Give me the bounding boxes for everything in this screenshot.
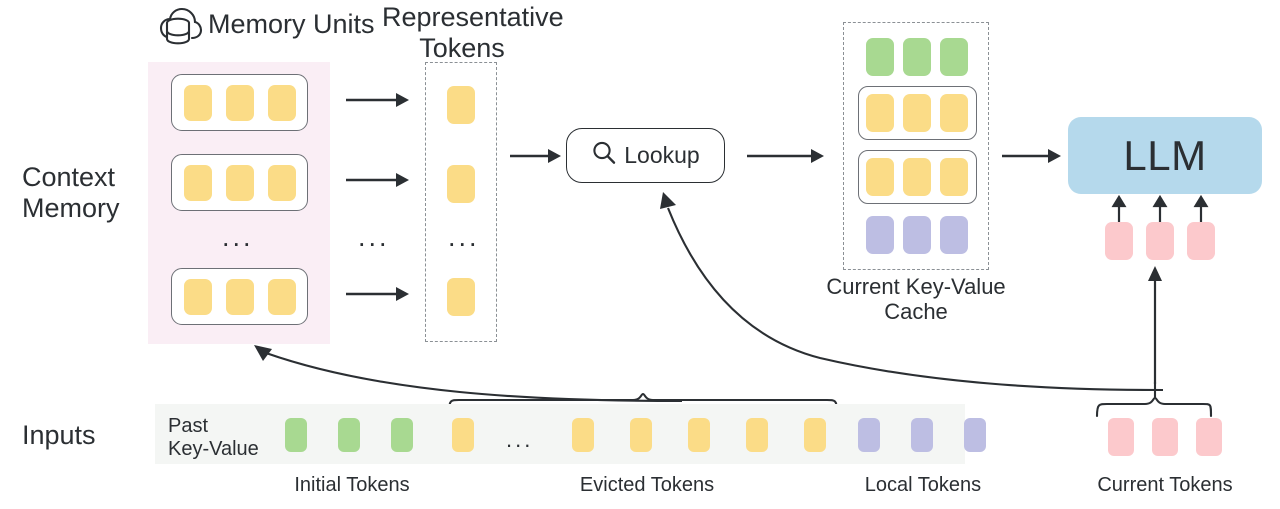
curve-current-to-lookup	[660, 192, 1164, 392]
llm-block[interactable]: LLM	[1068, 117, 1262, 194]
current-token	[1108, 418, 1134, 456]
current-kv-cache-box	[843, 22, 989, 270]
llm-label: LLM	[1123, 131, 1207, 179]
brace-current-tokens	[1095, 382, 1213, 418]
lookup-label: Lookup	[624, 142, 700, 168]
kv-row-local	[866, 216, 968, 254]
memory-token	[184, 279, 212, 315]
current-token	[1152, 418, 1178, 456]
arrows-ellipsis: ...	[358, 222, 390, 252]
kv-token-yellow	[940, 94, 968, 132]
input-token-purple	[964, 418, 986, 452]
kv-token-yellow	[940, 158, 968, 196]
memory-unit[interactable]	[171, 74, 308, 131]
arrow-unit-to-rep	[346, 173, 409, 187]
past-key-value-label: Past Key-Value	[168, 415, 259, 460]
arrow-unit-to-rep	[346, 287, 409, 301]
representative-token	[447, 86, 475, 124]
memory-unit[interactable]	[171, 268, 308, 325]
memory-token	[268, 279, 296, 315]
inputs-ellipsis: ...	[506, 427, 534, 452]
llm-input-token	[1105, 222, 1133, 260]
representative-tokens-box	[425, 62, 497, 342]
arrow-rep-to-lookup	[510, 149, 561, 163]
input-token-yellow	[746, 418, 768, 452]
current-kv-cache-label: Current Key-Value Cache	[826, 274, 1006, 325]
memory-token	[226, 279, 254, 315]
memory-token	[226, 165, 254, 201]
kv-row-initial	[866, 38, 968, 76]
arrow-kv-to-llm	[1002, 149, 1061, 163]
input-token-yellow	[452, 418, 474, 452]
input-token-yellow	[572, 418, 594, 452]
llm-input-token	[1187, 222, 1215, 260]
kv-token-yellow	[903, 94, 931, 132]
kv-token-yellow	[903, 158, 931, 196]
representative-tokens-label: Representative Tokens	[382, 2, 564, 64]
memory-token	[268, 85, 296, 121]
representative-token	[447, 165, 475, 203]
arrow-current-to-llm-tokens	[1148, 266, 1162, 384]
inputs-strip	[155, 404, 965, 464]
memory-token	[268, 165, 296, 201]
input-token-yellow	[630, 418, 652, 452]
input-token-green	[338, 418, 360, 452]
input-token-green	[285, 418, 307, 452]
kv-token-yellow	[866, 94, 894, 132]
arrows-tokens-to-llm	[1111, 194, 1209, 224]
brace-evicted-tokens	[447, 392, 839, 414]
kv-token-purple	[903, 216, 931, 254]
group-label-local-tokens: Local Tokens	[864, 474, 982, 496]
cloud-database-icon	[158, 6, 203, 46]
row-label-inputs: Inputs	[22, 420, 96, 450]
memory-token	[226, 85, 254, 121]
memory-unit[interactable]	[171, 154, 308, 211]
kv-token-yellow	[866, 158, 894, 196]
current-token	[1196, 418, 1222, 456]
memory-token	[184, 165, 212, 201]
input-token-green	[391, 418, 413, 452]
arrow-unit-to-rep	[346, 93, 409, 107]
input-token-yellow	[688, 418, 710, 452]
kv-token-purple	[940, 216, 968, 254]
representative-token	[447, 278, 475, 316]
input-token-purple	[911, 418, 933, 452]
llm-input-token	[1146, 222, 1174, 260]
arrow-lookup-to-kv	[747, 149, 824, 163]
lookup-button[interactable]: Lookup	[566, 128, 725, 183]
memory-units-label: Memory Units	[208, 9, 375, 39]
kv-token-purple	[866, 216, 894, 254]
magnifier-icon	[591, 140, 617, 171]
group-label-initial-tokens: Initial Tokens	[294, 474, 410, 496]
group-label-current-tokens: Current Tokens	[1097, 474, 1233, 496]
input-token-yellow	[804, 418, 826, 452]
row-label-context-memory: Context Memory	[22, 162, 120, 224]
representative-tokens-ellipsis: ...	[448, 222, 480, 252]
group-label-evicted-tokens: Evicted Tokens	[579, 474, 715, 496]
kv-token-green	[940, 38, 968, 76]
kv-row-retrieved	[866, 158, 968, 196]
input-token-purple	[858, 418, 880, 452]
kv-token-green	[866, 38, 894, 76]
memory-token	[184, 85, 212, 121]
memory-units-ellipsis: ...	[222, 222, 254, 252]
kv-token-green	[903, 38, 931, 76]
kv-row-retrieved	[866, 94, 968, 132]
